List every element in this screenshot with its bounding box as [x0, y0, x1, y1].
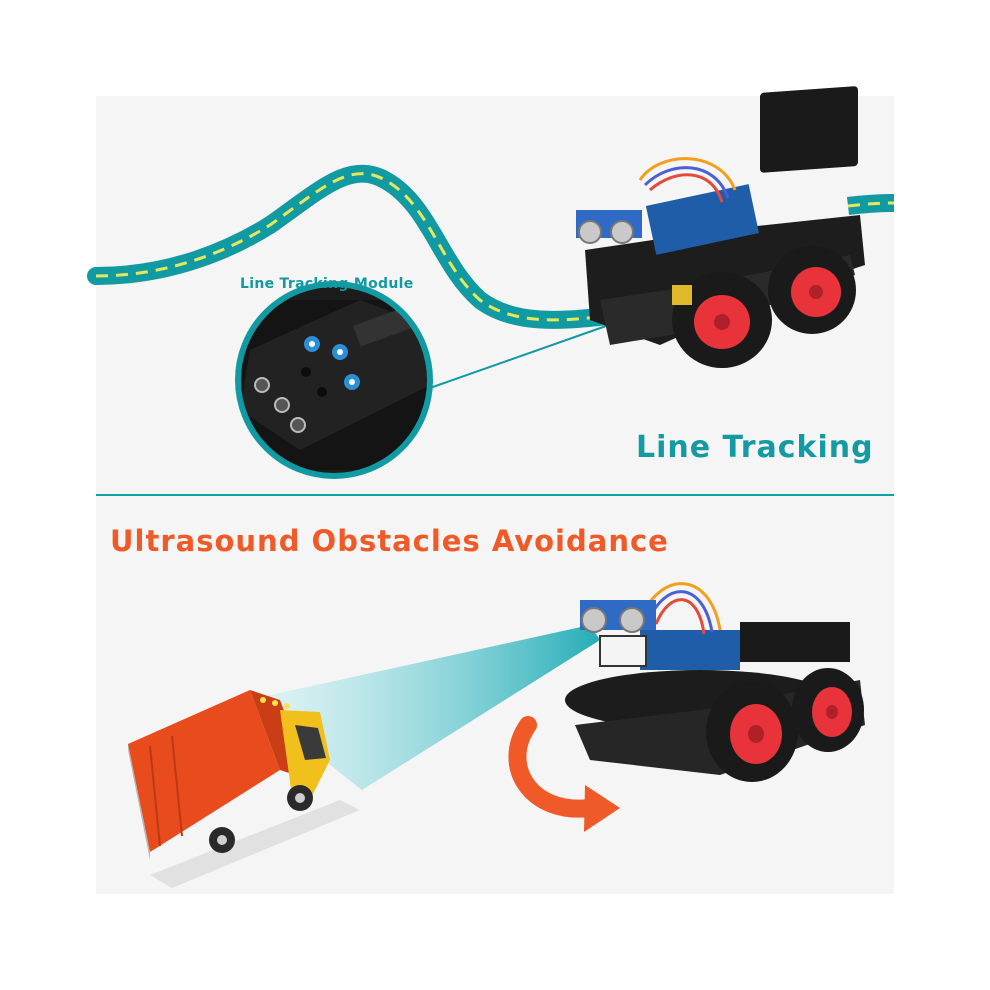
tracking-line: [87, 164, 895, 329]
robot-car-bottom: [565, 582, 865, 782]
ultrasound-title: Ultrasound Obstacles Avoidance: [110, 524, 669, 558]
line-tracking-title: Line Tracking: [636, 430, 874, 465]
line-tracking-module-closeup: [235, 281, 433, 479]
robot-car-top: [576, 86, 865, 368]
ultrasound-beam: [248, 625, 600, 790]
turn-arrow-icon: [508, 716, 620, 832]
callout-line: [429, 325, 607, 389]
section-divider: [96, 494, 894, 496]
module-label: Line Tracking Module: [240, 276, 414, 292]
truck: [128, 690, 360, 888]
